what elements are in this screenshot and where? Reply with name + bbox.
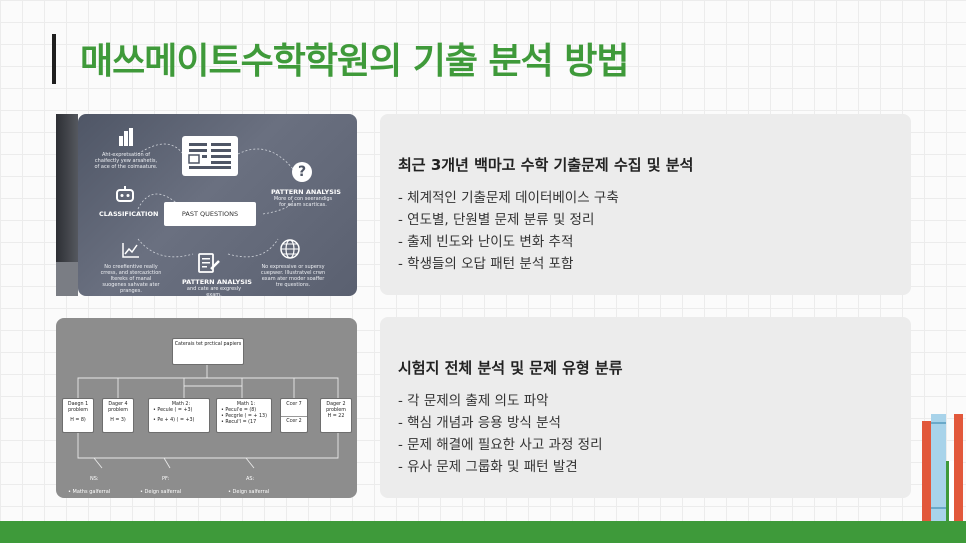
box-label: Math 1: [236, 402, 256, 407]
question-icon: ? [292, 162, 312, 182]
box-label: Dager 4 problem [108, 402, 128, 413]
card-bullet: - 핵심 개념과 응용 방식 분석 [398, 415, 561, 431]
connector-lines [137, 143, 294, 258]
bar-chart-icon [118, 128, 134, 150]
card-bullet: - 출제 빈도와 난이도 변화 추적 [398, 234, 574, 250]
box-label: Dager 2 problem [326, 402, 346, 413]
box-line: • Pe + 4) ( = +3) [153, 418, 195, 423]
bottom-group-pf-item: • Deign salferral [140, 489, 182, 495]
flowchart-connectors [77, 365, 339, 469]
bottom-group-as-head: AS: [246, 476, 255, 482]
book-green [946, 461, 954, 521]
bottom-accent-bar [0, 521, 966, 543]
book-red-left [922, 421, 931, 521]
books-decoration [922, 414, 966, 521]
book-blue [931, 414, 946, 521]
flowchart-box-6: Dager 2 problem H = 22 [320, 398, 352, 433]
box-value: Ccer 2 [281, 416, 307, 425]
past-questions-box: PAST QUESTIONS [164, 202, 256, 226]
bottom-group-ns-head: NS: [90, 476, 99, 482]
flowchart-box-4: Math 1: • Pecul'e = (8) • Pecgrle ( = + … [216, 398, 272, 433]
line-chart-icon [122, 242, 140, 262]
card-bullet: - 유사 문제 그룹화 및 패턴 발견 [398, 459, 578, 475]
book-red-right [954, 414, 963, 521]
top-left-description: Aht-expretsation of chaifectly yew arsah… [94, 152, 158, 170]
title-accent-bar [52, 34, 56, 84]
bottom-right-description: No expressive or supersy cuepwer. Illust… [260, 264, 326, 288]
bottom-group-as-item: • Deign salferral [228, 489, 270, 495]
card-bullet: - 각 문제의 출제 의도 파악 [398, 393, 549, 409]
card-bullet: - 체계적인 기출문제 데이터베이스 구축 [398, 190, 619, 206]
exam-structure-flowchart: Caterais tet prctical papiers Daegn 1 pr… [56, 318, 357, 498]
card-bullet: - 문제 해결에 필요한 사고 과정 정리 [398, 437, 603, 453]
box-line: • Recul'l = (17 [221, 420, 257, 425]
pen-paper-icon [198, 252, 220, 278]
box-value: H = 22 [327, 414, 345, 419]
box-label: Math 2: [171, 402, 191, 407]
flowchart-root-box: Caterais tet prctical papiers [172, 338, 244, 365]
flowchart-box-1: Daegn 1 problem H = 8) [62, 398, 94, 433]
bottom-group-pf-head: PF: [162, 476, 170, 482]
box-value: H = 3) [110, 418, 126, 423]
flowchart-box-5: Ccer 7 Ccer 2 [280, 398, 308, 433]
card-heading: 시험지 전체 분석 및 문제 유형 분류 [398, 359, 623, 377]
bottom-group-ns-item: • Maths galferral [68, 489, 111, 495]
card-heading: 최근 3개년 백마고 수학 기출문제 수집 및 분석 [398, 156, 694, 174]
past-questions-label: PAST QUESTIONS [181, 210, 239, 218]
pattern-analysis-right-description: More of con seerandigs for exam scartica… [273, 196, 333, 208]
box-line: • Pecgrle ( = + 13) [221, 414, 267, 419]
classification-label: CLASSIFICATION [99, 210, 159, 218]
document-icon [182, 136, 238, 176]
past-questions-infographic: PAST QUESTIONS Aht-expretsation of chaif… [78, 114, 357, 296]
bottom-left-description: No creefientive really crress, and sterc… [100, 264, 162, 294]
image-edge-decoration [56, 114, 78, 296]
box-line: • Pecule ( = +3) [153, 408, 193, 413]
globe-icon [279, 238, 301, 264]
box-value: H = 8) [70, 418, 86, 423]
pattern-analysis-right-label: PATTERN ANALYSIS [271, 188, 341, 196]
card-bullet: - 학생들의 오답 패턴 분석 포함 [398, 256, 574, 272]
robot-icon [115, 186, 135, 208]
flowchart-root-label: Caterais tet prctical papiers [174, 342, 242, 347]
card-bullet: - 연도별, 단원별 문제 분류 및 정리 [398, 212, 595, 228]
pattern-analysis-bottom-description: and cate are exgresly exam. [186, 286, 242, 296]
flowchart-box-3: Math 2: • Pecule ( = +3) • Pe + 4) ( = +… [148, 398, 210, 433]
box-label: Daegn 1 problem [67, 402, 89, 413]
box-label: Ccer 7 [286, 402, 302, 407]
flowchart-box-2: Dager 4 problem H = 3) [102, 398, 134, 433]
box-line: • Pecul'e = (8) [221, 408, 257, 413]
image-edge-decoration [56, 262, 78, 296]
page-title: 매쓰메이트수학학원의 기출 분석 방법 [80, 41, 630, 82]
pattern-analysis-bottom-label: PATTERN ANALYSIS [182, 278, 252, 286]
analysis-card-1: 최근 3개년 백마고 수학 기출문제 수집 및 분석 - 체계적인 기출문제 데… [380, 114, 911, 295]
analysis-card-2: 시험지 전체 분석 및 문제 유형 분류 - 각 문제의 출제 의도 파악 - … [380, 317, 911, 498]
